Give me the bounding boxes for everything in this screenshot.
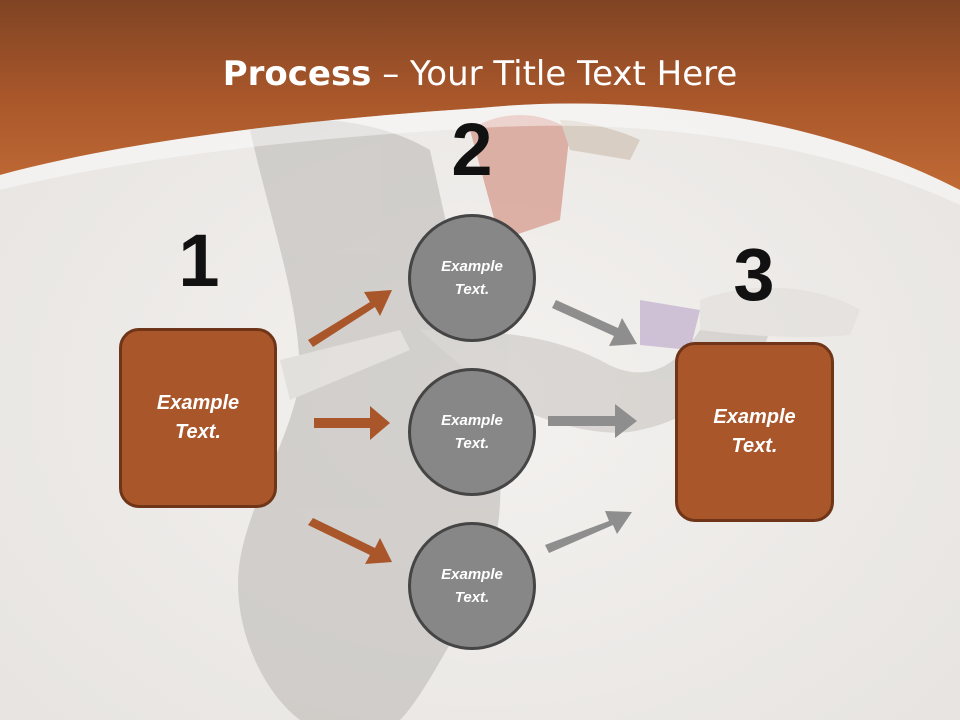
title-rest: – Your Title Text Here bbox=[371, 54, 738, 94]
step-box-3-line1: Example bbox=[713, 406, 796, 428]
step-circle-3-line1: Example bbox=[441, 566, 503, 583]
step-box-3: Example Text. bbox=[675, 342, 834, 522]
step-box-1-line2: Text. bbox=[175, 421, 221, 443]
step-circle-1: Example Text. bbox=[408, 214, 536, 342]
step-number-2: 2 bbox=[451, 108, 493, 191]
step-number-1: 1 bbox=[178, 219, 220, 302]
step-circle-3: Example Text. bbox=[408, 522, 536, 650]
step-circle-2-line1: Example bbox=[441, 412, 503, 429]
step-circle-1-line2: Text. bbox=[454, 281, 490, 298]
header-swoosh bbox=[0, 103, 960, 205]
step-circle-2-line2: Text. bbox=[454, 435, 490, 452]
step-box-1: Example Text. bbox=[119, 328, 277, 508]
header-band bbox=[0, 0, 960, 190]
step-box-3-line2: Text. bbox=[731, 435, 778, 457]
step-box-1-line1: Example bbox=[156, 392, 240, 414]
step-circle-3-line2: Text. bbox=[454, 589, 490, 606]
step-circle-1-line1: Example bbox=[441, 258, 503, 275]
step-number-3: 3 bbox=[733, 233, 775, 316]
step-circle-2: Example Text. bbox=[408, 368, 536, 496]
title-bold: Process bbox=[222, 54, 372, 94]
slide-title: Process – Your Title Text Here bbox=[0, 52, 960, 96]
